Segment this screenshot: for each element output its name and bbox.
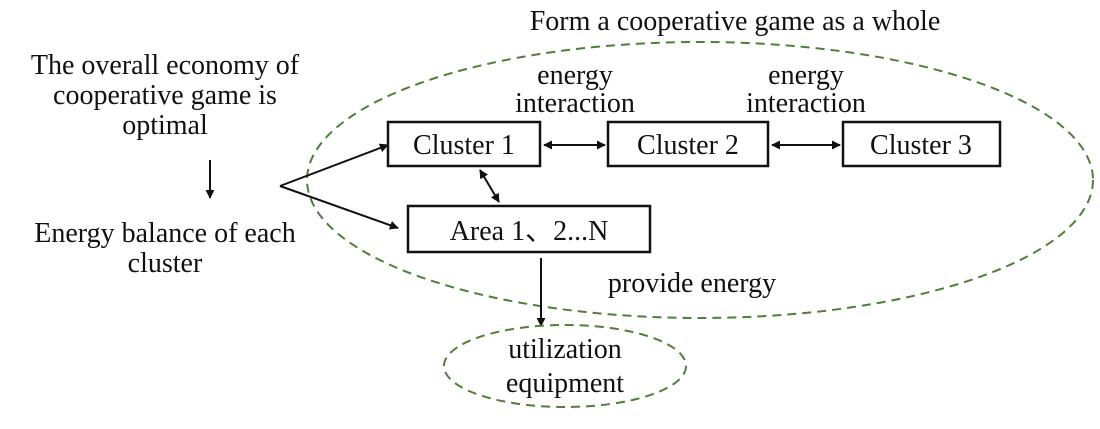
utilization-ellipse bbox=[443, 324, 687, 408]
cooperative-game-ellipse bbox=[306, 41, 1094, 319]
area-label: Area 1、2...N bbox=[450, 216, 609, 247]
cluster-3-label: Cluster 3 bbox=[870, 130, 972, 161]
cluster-2-label: Cluster 2 bbox=[637, 130, 739, 161]
balance-text-line1: Energy balance of each bbox=[34, 218, 295, 249]
fork-arrow-to-cluster1 bbox=[279, 143, 389, 187]
interaction-label-1-line2: interaction bbox=[515, 88, 635, 119]
cluster-2-node: Cluster 2 bbox=[606, 120, 770, 168]
cluster-3-node: Cluster 3 bbox=[841, 120, 1002, 168]
economy-text-line2: cooperative game is bbox=[53, 80, 277, 111]
fork-arrow-to-area bbox=[279, 185, 399, 230]
cluster-1-node: Cluster 1 bbox=[386, 120, 542, 168]
economy-text-line1: The overall economy of bbox=[31, 50, 300, 81]
area-node: Area 1、2...N bbox=[406, 204, 652, 254]
economy-text-line3: optimal bbox=[122, 110, 208, 141]
cluster-1-label: Cluster 1 bbox=[413, 130, 515, 161]
diagram-title: Form a cooperative game as a whole bbox=[530, 6, 941, 37]
utilization-label-line1: utilization bbox=[508, 334, 622, 365]
cluster1-area-arrow bbox=[479, 169, 500, 203]
interaction-label-2-line2: interaction bbox=[746, 88, 866, 119]
utilization-label-line2: equipment bbox=[506, 368, 624, 399]
provide-energy-label: provide energy bbox=[608, 268, 776, 299]
interaction-label-2-line1: energy bbox=[768, 60, 844, 91]
interaction-label-1-line1: energy bbox=[537, 60, 613, 91]
balance-text-line2: cluster bbox=[128, 248, 203, 279]
